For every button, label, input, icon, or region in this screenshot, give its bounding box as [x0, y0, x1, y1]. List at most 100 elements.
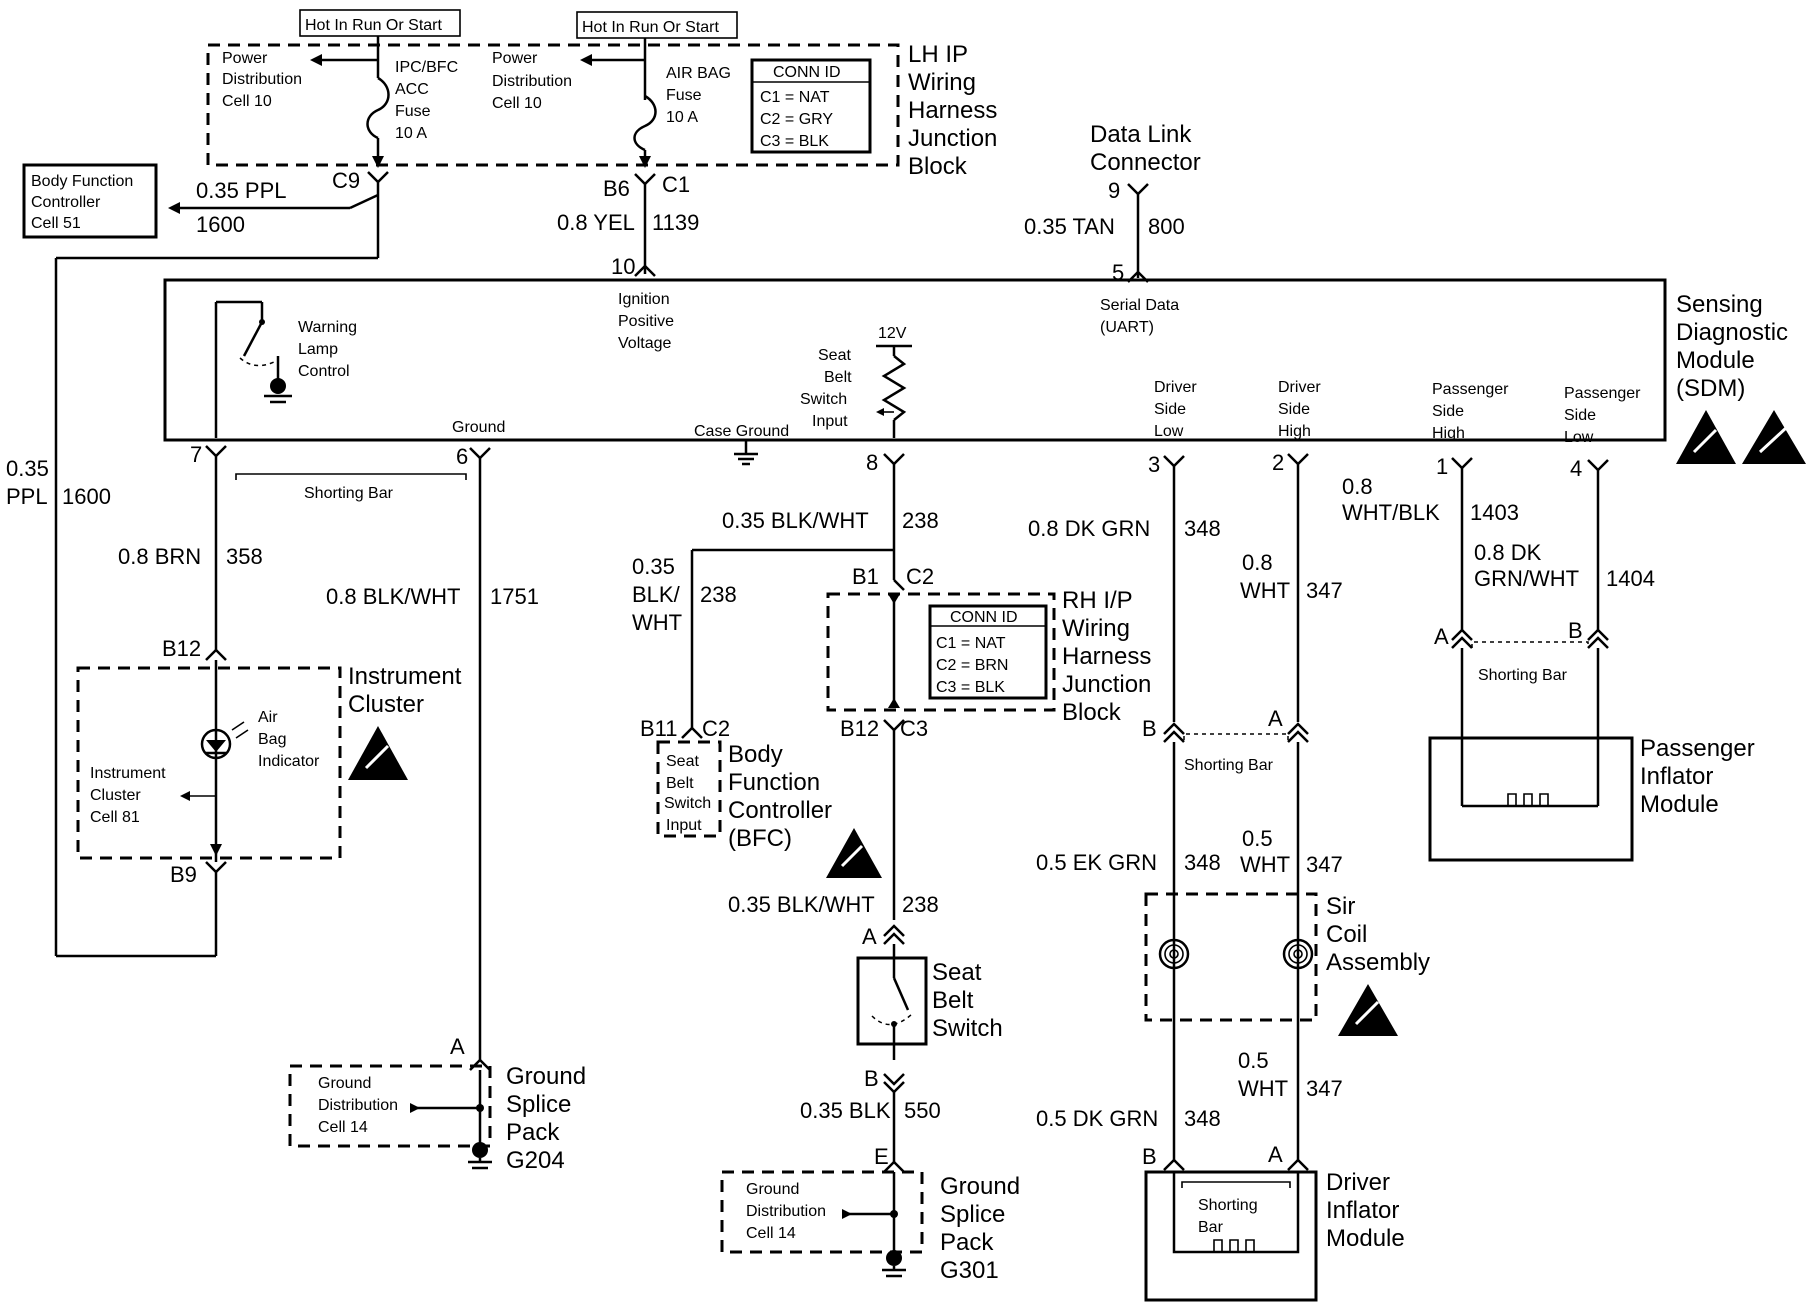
esd-warning-icon — [826, 828, 882, 878]
wire-tan-circuit: 800 — [1148, 214, 1185, 239]
ic-title-2: Cluster — [348, 691, 424, 718]
wire-wht347-low-gauge: 0.5 — [1238, 1048, 1269, 1073]
lh-conn-c3: C3 = BLK — [760, 133, 829, 150]
lh-pd1-line2: Distribution — [222, 71, 302, 88]
wire-ppl-top-circuit: 1600 — [196, 212, 245, 237]
ipc-fuse-circuit: C9 — [310, 36, 390, 195]
coil-spiral-icon — [1158, 938, 1190, 970]
dlc-title-2: Connector — [1090, 149, 1201, 176]
sdm-driver-low-3: Low — [1154, 423, 1184, 440]
sdm-title-1: Sensing — [1676, 291, 1763, 318]
rh-conn-title: CONN ID — [950, 609, 1018, 626]
wire-brn-gauge: 0.8 BRN — [118, 544, 201, 569]
lh-title-1: LH IP — [908, 41, 968, 68]
wire-ppl-left-gauge: 0.35 — [6, 456, 49, 481]
blkwht-1751-wire: 0.8 BLK/WHT 1751 — [326, 458, 539, 1060]
dim-shorting-1: Shorting — [1198, 1197, 1258, 1214]
sdm-shorting-bar: Shorting Bar — [304, 485, 394, 502]
g204-title-4: G204 — [506, 1147, 565, 1174]
ic-cell-2: Cluster — [90, 787, 141, 804]
rh-c2: C2 — [906, 564, 934, 589]
bfc-input-1: Seat — [666, 753, 699, 770]
wire-ppl-top-gauge: 0.35 PPL — [196, 178, 287, 203]
bfc-b11: B11 — [640, 716, 678, 741]
wire-238-top-circuit: 238 — [902, 508, 939, 533]
bfc-top-line1: Body Function — [31, 173, 133, 190]
wire-dkgrn348-low-circuit: 348 — [1184, 1106, 1221, 1131]
g204-cell-3: Cell 14 — [318, 1119, 368, 1136]
g301-title-2: Splice — [940, 1201, 1005, 1228]
lh-conn-title: CONN ID — [773, 64, 841, 81]
wire-blk550-gauge: 0.35 BLK — [800, 1098, 891, 1123]
wire-dkgrn348-gauge: 0.8 DK GRN — [1028, 516, 1150, 541]
sir-conn-pin-b: B — [1142, 716, 1157, 741]
sdm-pin-10: 10 — [611, 254, 635, 279]
pim-title-3: Module — [1640, 791, 1719, 818]
lh-title-5: Block — [908, 153, 968, 180]
hot-label-2-text: Hot In Run Or Start — [582, 19, 719, 36]
rh-b12: B12 — [840, 716, 879, 741]
ipc-fuse-line4: 10 A — [395, 125, 427, 142]
dim-title-3: Module — [1326, 1225, 1405, 1252]
hot-label-2: Hot In Run Or Start — [576, 11, 738, 39]
dim-title-1: Driver — [1326, 1169, 1390, 1196]
rh-conn-c3: C3 = BLK — [936, 679, 1005, 696]
esd-warning-icon — [348, 726, 408, 780]
g204-title-1: Ground — [506, 1063, 586, 1090]
wire-wht347-mid-gauge: 0.5 — [1242, 826, 1273, 851]
sdm-12v: 12V — [878, 325, 907, 342]
b6-label: B6 — [603, 176, 630, 201]
sdm-pin-3: 3 — [1148, 452, 1160, 477]
sdm-driver-low-1: Driver — [1154, 379, 1197, 396]
sdm-warning-1: Warning — [298, 319, 357, 336]
wire-wht347-circuit: 347 — [1306, 578, 1343, 603]
g204-title-3: Pack — [506, 1119, 560, 1146]
sdm-pin-2: 2 — [1272, 450, 1284, 475]
pim-title-1: Passenger — [1640, 735, 1755, 762]
wire-238-mid-circuit: 238 — [902, 892, 939, 917]
ic-b9: B9 — [170, 862, 197, 887]
dim-pin-a: A — [1268, 1142, 1283, 1167]
sdm-title-2: Diagnostic — [1676, 319, 1788, 346]
wire-blkwht-ground-gauge: 0.8 BLK/WHT — [326, 584, 460, 609]
lh-conn-c1: C1 = NAT — [760, 89, 830, 106]
wire-dkgrn348-circuit: 348 — [1184, 516, 1221, 541]
g204-pin-a: A — [450, 1034, 465, 1059]
sdm-warning-3: Control — [298, 363, 350, 380]
wire-ekgrn348-circuit: 348 — [1184, 850, 1221, 875]
wire-ppl-left-circuit: 1600 — [62, 484, 111, 509]
g301-title-1: Ground — [940, 1173, 1020, 1200]
sdm-pin-6: 6 — [456, 444, 468, 469]
sdm-title-3: Module — [1676, 347, 1755, 374]
rh-title-3: Harness — [1062, 643, 1151, 670]
lh-pd1-line3: Cell 10 — [222, 93, 272, 110]
ic-cell-1: Instrument — [90, 765, 166, 782]
airbag-fuse-line3: 10 A — [666, 109, 698, 126]
sdm-seatbelt-1: Seat — [818, 347, 851, 364]
sir-conn-pin-a: A — [1268, 706, 1283, 731]
dim-title-2: Inflator — [1326, 1197, 1399, 1224]
coil-spiral-icon — [1282, 938, 1314, 970]
sdm-pin-7: 7 — [190, 442, 202, 467]
sdm-pass-high-2: Side — [1432, 403, 1464, 420]
wire-whtblk1403-circuit: 1403 — [1470, 500, 1519, 525]
dim-shorting-2: Bar — [1198, 1219, 1224, 1236]
wire-238-mid-gauge: 0.35 BLK/WHT — [728, 892, 875, 917]
sir-title-1: Sir — [1326, 893, 1355, 920]
wire-wht347-color: WHT — [1240, 578, 1290, 603]
sbs-title-1: Seat — [932, 959, 982, 986]
airbag-fuse-line2: Fuse — [666, 87, 702, 104]
wire-238-top-gauge: 0.35 BLK/WHT — [722, 508, 869, 533]
bfc-title-1: Body — [728, 741, 783, 768]
ipc-fuse-line1: IPC/BFC — [395, 59, 458, 76]
seatbelt-238-wire: 0.35 BLK/WHT 238 0.35 BLK/ WHT 238 — [632, 464, 939, 739]
sdm-driver-high-1: Driver — [1278, 379, 1321, 396]
hot-label-1: Hot In Run Or Start — [299, 9, 461, 37]
g204-cell-2: Distribution — [318, 1097, 398, 1114]
squib-element-icon — [1213, 1239, 1255, 1253]
wire-wht347-gauge: 0.8 — [1242, 550, 1273, 575]
sbs-pin-b: B — [864, 1066, 879, 1091]
wire-blkwht-ground-circuit: 1751 — [490, 584, 539, 609]
bfc-top-line2: Controller — [31, 194, 101, 211]
wire-ekgrn348-gauge: 0.5 EK GRN — [1036, 850, 1157, 875]
